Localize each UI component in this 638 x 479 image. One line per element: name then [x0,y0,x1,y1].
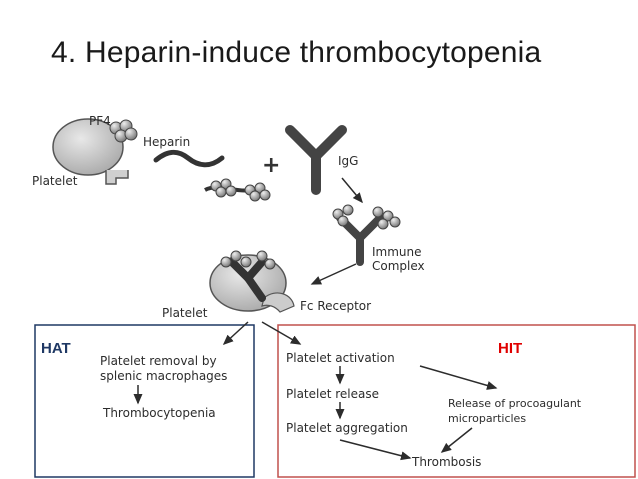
hit-release: Platelet release [286,387,379,401]
immune-label-line2: Complex [372,259,425,273]
igg-label: IgG [338,154,358,168]
heparin-icon [153,149,225,168]
hit-procoag-line2: microparticles [448,412,526,425]
hit-box [277,324,636,478]
page-title: 4. Heparin-induce thrombocytopenia [51,36,542,69]
procoag-to-thrombosis-arrow [440,427,473,453]
hat-box [34,324,255,478]
hit-branch-arrow [261,321,302,345]
hat-label: HAT [41,340,71,357]
plus-sign: + [262,153,280,178]
hat-thrombocytopenia: Thrombocytopenia [102,406,216,420]
hat-branch-arrow [222,321,249,346]
heparin-pf4-complex-icon [204,178,271,202]
platelet-pf4-icon [52,118,138,185]
hit-thrombosis: Thrombosis [411,455,481,469]
igg-antibody-icon [285,125,347,195]
igg-arrow [341,177,363,204]
aggregation-to-thrombosis-arrow [339,439,412,461]
immune-complex-icon [332,204,401,266]
platelet-mid-label: Platelet [162,306,208,320]
hit-label: HIT [498,340,522,357]
hit-aggregation: Platelet aggregation [286,421,408,435]
immune-label-line1: Immune [372,245,422,259]
heparin-label: Heparin [143,135,190,149]
procoag-arrow [419,365,498,390]
pf4-label: PF4 [89,114,111,128]
hit-procoag-line1: Release of procoagulant [448,397,582,410]
platelet-top-label: Platelet [32,174,78,188]
platelet-complex-icon [209,250,295,313]
hat-removal-line2: splenic macrophages [100,369,227,383]
hit-activation: Platelet activation [286,351,395,365]
immune-complex-arrow [310,263,357,285]
fc-receptor-label: Fc Receptor [300,299,371,313]
hat-removal-line1: Platelet removal by [100,354,217,368]
